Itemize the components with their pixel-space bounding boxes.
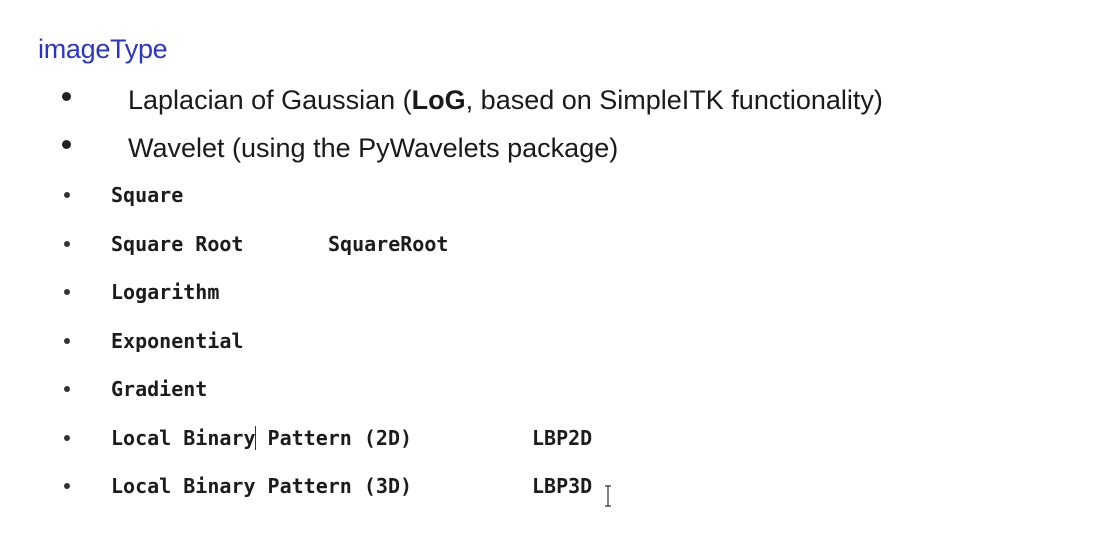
- filter-item-square-root: Square Root SquareRoot: [0, 229, 448, 278]
- filter-key: LBP2D: [532, 425, 593, 450]
- section-title: imageType: [38, 34, 168, 64]
- filter-name: Square Root: [111, 231, 244, 256]
- filter-item-exponential: Exponential: [0, 326, 243, 375]
- filter-name: Exponential: [111, 328, 244, 353]
- text-caret: [255, 425, 256, 450]
- bold-term: LoG: [411, 85, 466, 115]
- bullet-icon: [64, 483, 70, 489]
- filter-name: Local Binary Pattern (3D): [111, 474, 413, 498]
- filter-key: SquareRoot: [328, 231, 449, 256]
- filter-item-square: Square: [0, 180, 183, 229]
- bullet-icon: [64, 337, 70, 344]
- filter-name: Logarithm: [111, 280, 220, 304]
- filter-name: Gradient: [111, 377, 208, 401]
- filter-name: Square: [111, 183, 184, 207]
- bullet-icon: [62, 92, 71, 101]
- text-segment: Pattern (2D): [255, 425, 413, 450]
- bullet-icon: [64, 434, 70, 441]
- text-cursor-icon: [605, 485, 611, 507]
- text-segment: Laplacian of Gaussian (: [128, 85, 412, 115]
- text-segment: , based on SimpleITK functionality): [465, 85, 883, 115]
- bullet-icon: [64, 192, 70, 198]
- filter-name[interactable]: Local Binary Pattern (2D): [111, 425, 413, 450]
- bullet-icon: [64, 386, 70, 392]
- filter-item-lbp3d: Local Binary Pattern (3D) LBP3D: [0, 471, 592, 520]
- list-item-text: Laplacian of Gaussian (LoG, based on Sim…: [128, 85, 883, 116]
- filter-key: LBP3D: [532, 474, 593, 498]
- filter-list: Square Square Root SquareRoot Logarithm …: [0, 180, 592, 520]
- bullet-icon: [62, 140, 71, 149]
- filter-item-logarithm: Logarithm: [0, 277, 219, 326]
- list-item-text: Wavelet (using the PyWavelets package): [128, 133, 619, 163]
- bullet-icon: [64, 289, 70, 295]
- filter-item-gradient: Gradient: [0, 374, 207, 423]
- filter-item-lbp2d: Local Binary Pattern (2D) LBP2D: [0, 423, 592, 472]
- text-segment: Local Binary: [111, 425, 256, 450]
- bullet-icon: [64, 240, 70, 247]
